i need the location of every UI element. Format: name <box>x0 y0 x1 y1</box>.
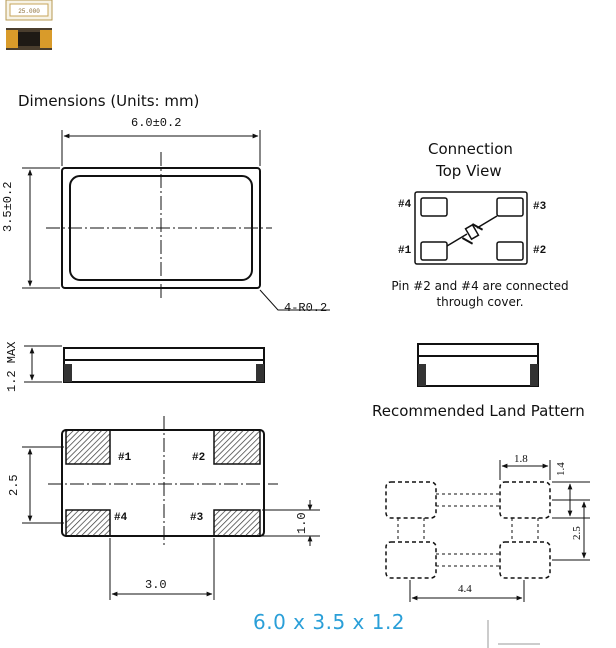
pad-label-2: #2 <box>192 452 206 464</box>
package-side-view <box>24 345 265 383</box>
land-pad-width-label: 1.8 <box>514 453 528 465</box>
land-pitch-y-label: 2.5 <box>571 526 583 540</box>
connection-pin-3: #3 <box>533 201 547 213</box>
width-dimension-label: 6.0±0.2 <box>131 116 182 130</box>
max-height-label: 1.2 MAX <box>5 341 19 392</box>
connection-diagram <box>414 191 528 265</box>
connection-title: Connection <box>428 140 513 158</box>
connection-note-line1: Pin #2 and #4 are connected <box>391 279 569 293</box>
connection-pin-4: #4 <box>398 199 412 211</box>
pad-label-1: #1 <box>118 452 132 464</box>
land-pattern-title: Recommended Land Pattern <box>372 402 585 420</box>
connection-note: Pin #2 and #4 are connected through cove… <box>380 278 580 310</box>
corner-radius-label: 4-R0.2 <box>284 301 328 315</box>
connection-side-view <box>417 343 539 387</box>
pad-label-3: #3 <box>190 512 204 524</box>
product-thumbnail: 25.000 <box>5 0 53 50</box>
pad-label-4: #4 <box>114 512 128 524</box>
pad-height-label: 1.0 <box>295 512 309 534</box>
connection-subtitle: Top View <box>436 162 502 180</box>
connection-pin-1: #1 <box>398 245 412 257</box>
land-pad-height-label: 1.4 <box>555 462 567 476</box>
height-dimension-label: 3.5±0.2 <box>1 181 15 232</box>
connection-pin-2: #2 <box>533 245 547 257</box>
connection-note-line2: through cover. <box>436 295 524 310</box>
package-top-view <box>22 130 330 311</box>
pad-pitch-x-label: 3.0 <box>145 578 167 592</box>
corner-marks <box>487 620 540 648</box>
dimensions-title: Dimensions (Units: mm) <box>18 92 200 110</box>
package-size-caption: 6.0 x 3.5 x 1.2 <box>253 610 406 634</box>
package-bottom-view <box>22 416 320 600</box>
land-span-x-label: 4.4 <box>458 583 472 595</box>
land-pattern <box>385 460 590 602</box>
pad-pitch-y-label: 2.5 <box>7 474 21 496</box>
svg-text:25.000: 25.000 <box>18 8 40 15</box>
